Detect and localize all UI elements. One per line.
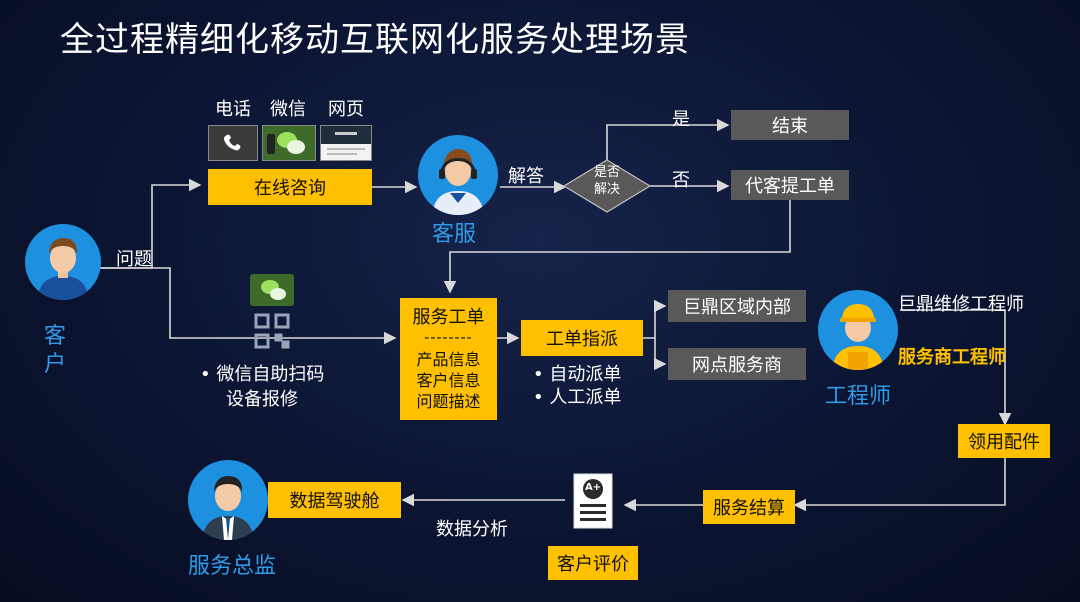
decision-diamond [562, 159, 652, 213]
yes-label: 是 [672, 109, 690, 130]
ticket-title: 服务工单 [412, 306, 485, 328]
qr-code-icon [254, 313, 290, 349]
ticket-item-customer: 客户信息 [416, 370, 481, 390]
end-box: 结束 [731, 110, 849, 140]
engineer-role-label: 工程师 [825, 384, 892, 409]
customer-role-label-1: 客 [44, 324, 67, 349]
question-label: 问题 [116, 249, 152, 270]
decision-line-2: 解决 [593, 182, 620, 197]
channel-phone-label: 电话 [215, 99, 251, 120]
channel-wechat-label: 微信 [270, 99, 306, 120]
ticket-separator: -------- [424, 329, 473, 346]
phone-icon [208, 125, 258, 161]
channel-web-label: 网页 [328, 99, 364, 120]
ticket-item-problem: 问题描述 [416, 391, 481, 411]
auto-dispatch-label: • 自动派单 [533, 364, 622, 385]
answer-label: 解答 [508, 166, 544, 187]
webpage-icon [320, 125, 372, 161]
agent-ticket-box: 代客提工单 [731, 170, 849, 200]
scan-label-2: 设备报修 [226, 389, 298, 410]
ticket-item-product: 产品信息 [416, 349, 481, 369]
no-label: 否 [672, 170, 690, 191]
service-role-label: 客服 [432, 222, 477, 247]
engineer-avatar [818, 290, 898, 370]
wechat-scan-icon [250, 274, 294, 306]
online-consult-box: 在线咨询 [208, 169, 372, 205]
parts-box: 领用配件 [958, 424, 1050, 458]
outlet-box: 网点服务商 [668, 348, 806, 380]
customer-role-label-2: 户 [44, 352, 67, 377]
director-role-label: 服务总监 [188, 554, 277, 579]
service-ticket-box: 服务工单 -------- 产品信息 客户信息 问题描述 [400, 298, 497, 420]
juding-engineer-label: 巨鼎维修工程师 [898, 294, 1024, 315]
cockpit-box: 数据驾驶舱 [268, 482, 401, 518]
decision-line-1: 是否 [593, 165, 620, 180]
scan-label-1: • 微信自助扫码 [200, 364, 325, 385]
decision-text: 是否 解决 [580, 164, 634, 198]
review-document-icon [572, 472, 614, 530]
service-avatar [418, 135, 498, 215]
region-box: 巨鼎区域内部 [668, 290, 806, 322]
review-box: 客户评价 [548, 546, 638, 580]
wechat-icon [262, 125, 316, 161]
settle-box: 服务结算 [703, 490, 795, 524]
manual-dispatch-label: • 人工派单 [533, 387, 622, 408]
grade-badge: A+ [584, 482, 602, 493]
dispatch-box: 工单指派 [521, 320, 643, 356]
page-title: 全过程精细化移动互联网化服务处理场景 [60, 20, 690, 60]
director-avatar [188, 460, 268, 540]
customer-avatar [25, 224, 101, 300]
provider-engineer-label: 服务商工程师 [898, 347, 1006, 368]
data-analysis-label: 数据分析 [436, 519, 508, 540]
